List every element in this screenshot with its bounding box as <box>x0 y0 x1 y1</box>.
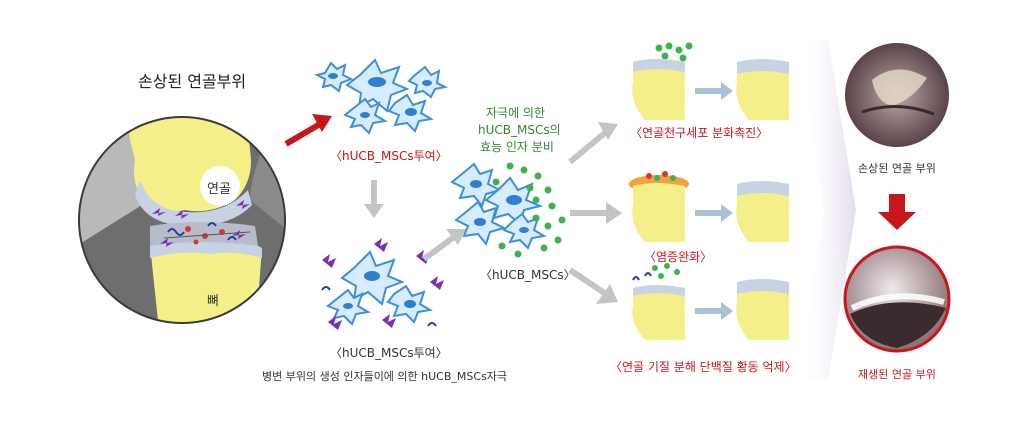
damaged-region-label: 손상된 연골 부위 <box>858 162 936 175</box>
regenerated-cartilage-photo <box>843 245 951 353</box>
bottom-caption: 〈hUCB_MSCs투여〉 <box>330 346 448 360</box>
effect-label-1: 〈연골천구세포 분화촉진〉 <box>630 126 769 140</box>
effect-label-2: 〈염증완화〉 <box>644 250 713 264</box>
stem-cell-cluster-illustration <box>450 162 566 258</box>
stimulus-line-3: 효능 인자 분비 <box>480 140 554 154</box>
red-arrow-icon <box>284 114 332 147</box>
effect-row-1-illustration <box>632 42 789 120</box>
down-arrow-icon <box>364 180 384 218</box>
effect-arrows-icon <box>568 122 622 304</box>
stem-cells-top-illustration <box>314 58 449 135</box>
stimulus-line-1: 자극에 의한 <box>486 106 546 120</box>
cartilage-label: 연골 <box>207 182 231 197</box>
stimulus-line-2: hUCB_MSCs의 <box>478 123 561 137</box>
down-red-arrow-icon <box>878 194 916 230</box>
regenerated-region-label: 재생된 연골 부위 <box>858 368 936 381</box>
result-chevron-icon <box>798 40 856 380</box>
top-caption: 〈hUCB_MSCs투여〉 <box>330 149 448 163</box>
effect-row-3-illustration <box>632 263 789 340</box>
bone-label: 뼈 <box>207 294 219 309</box>
effect-row-2-illustration <box>629 171 789 242</box>
damaged-region-title: 손상된 연골부위 <box>138 72 247 91</box>
gray-arrow-to-cluster-icon <box>422 229 466 262</box>
damaged-cartilage-photo <box>845 43 949 147</box>
cluster-caption: 〈hUCB_MSCs〉 <box>480 268 576 282</box>
stem-cells-bottom-illustration <box>321 238 444 330</box>
effect-label-3: 〈연골 기질 분해 단백질 황동 억제〉 <box>610 360 797 374</box>
bottom-note: 병변 부위의 생성 인자들이에 의한 hUCB_MSCs자극 <box>262 370 508 383</box>
